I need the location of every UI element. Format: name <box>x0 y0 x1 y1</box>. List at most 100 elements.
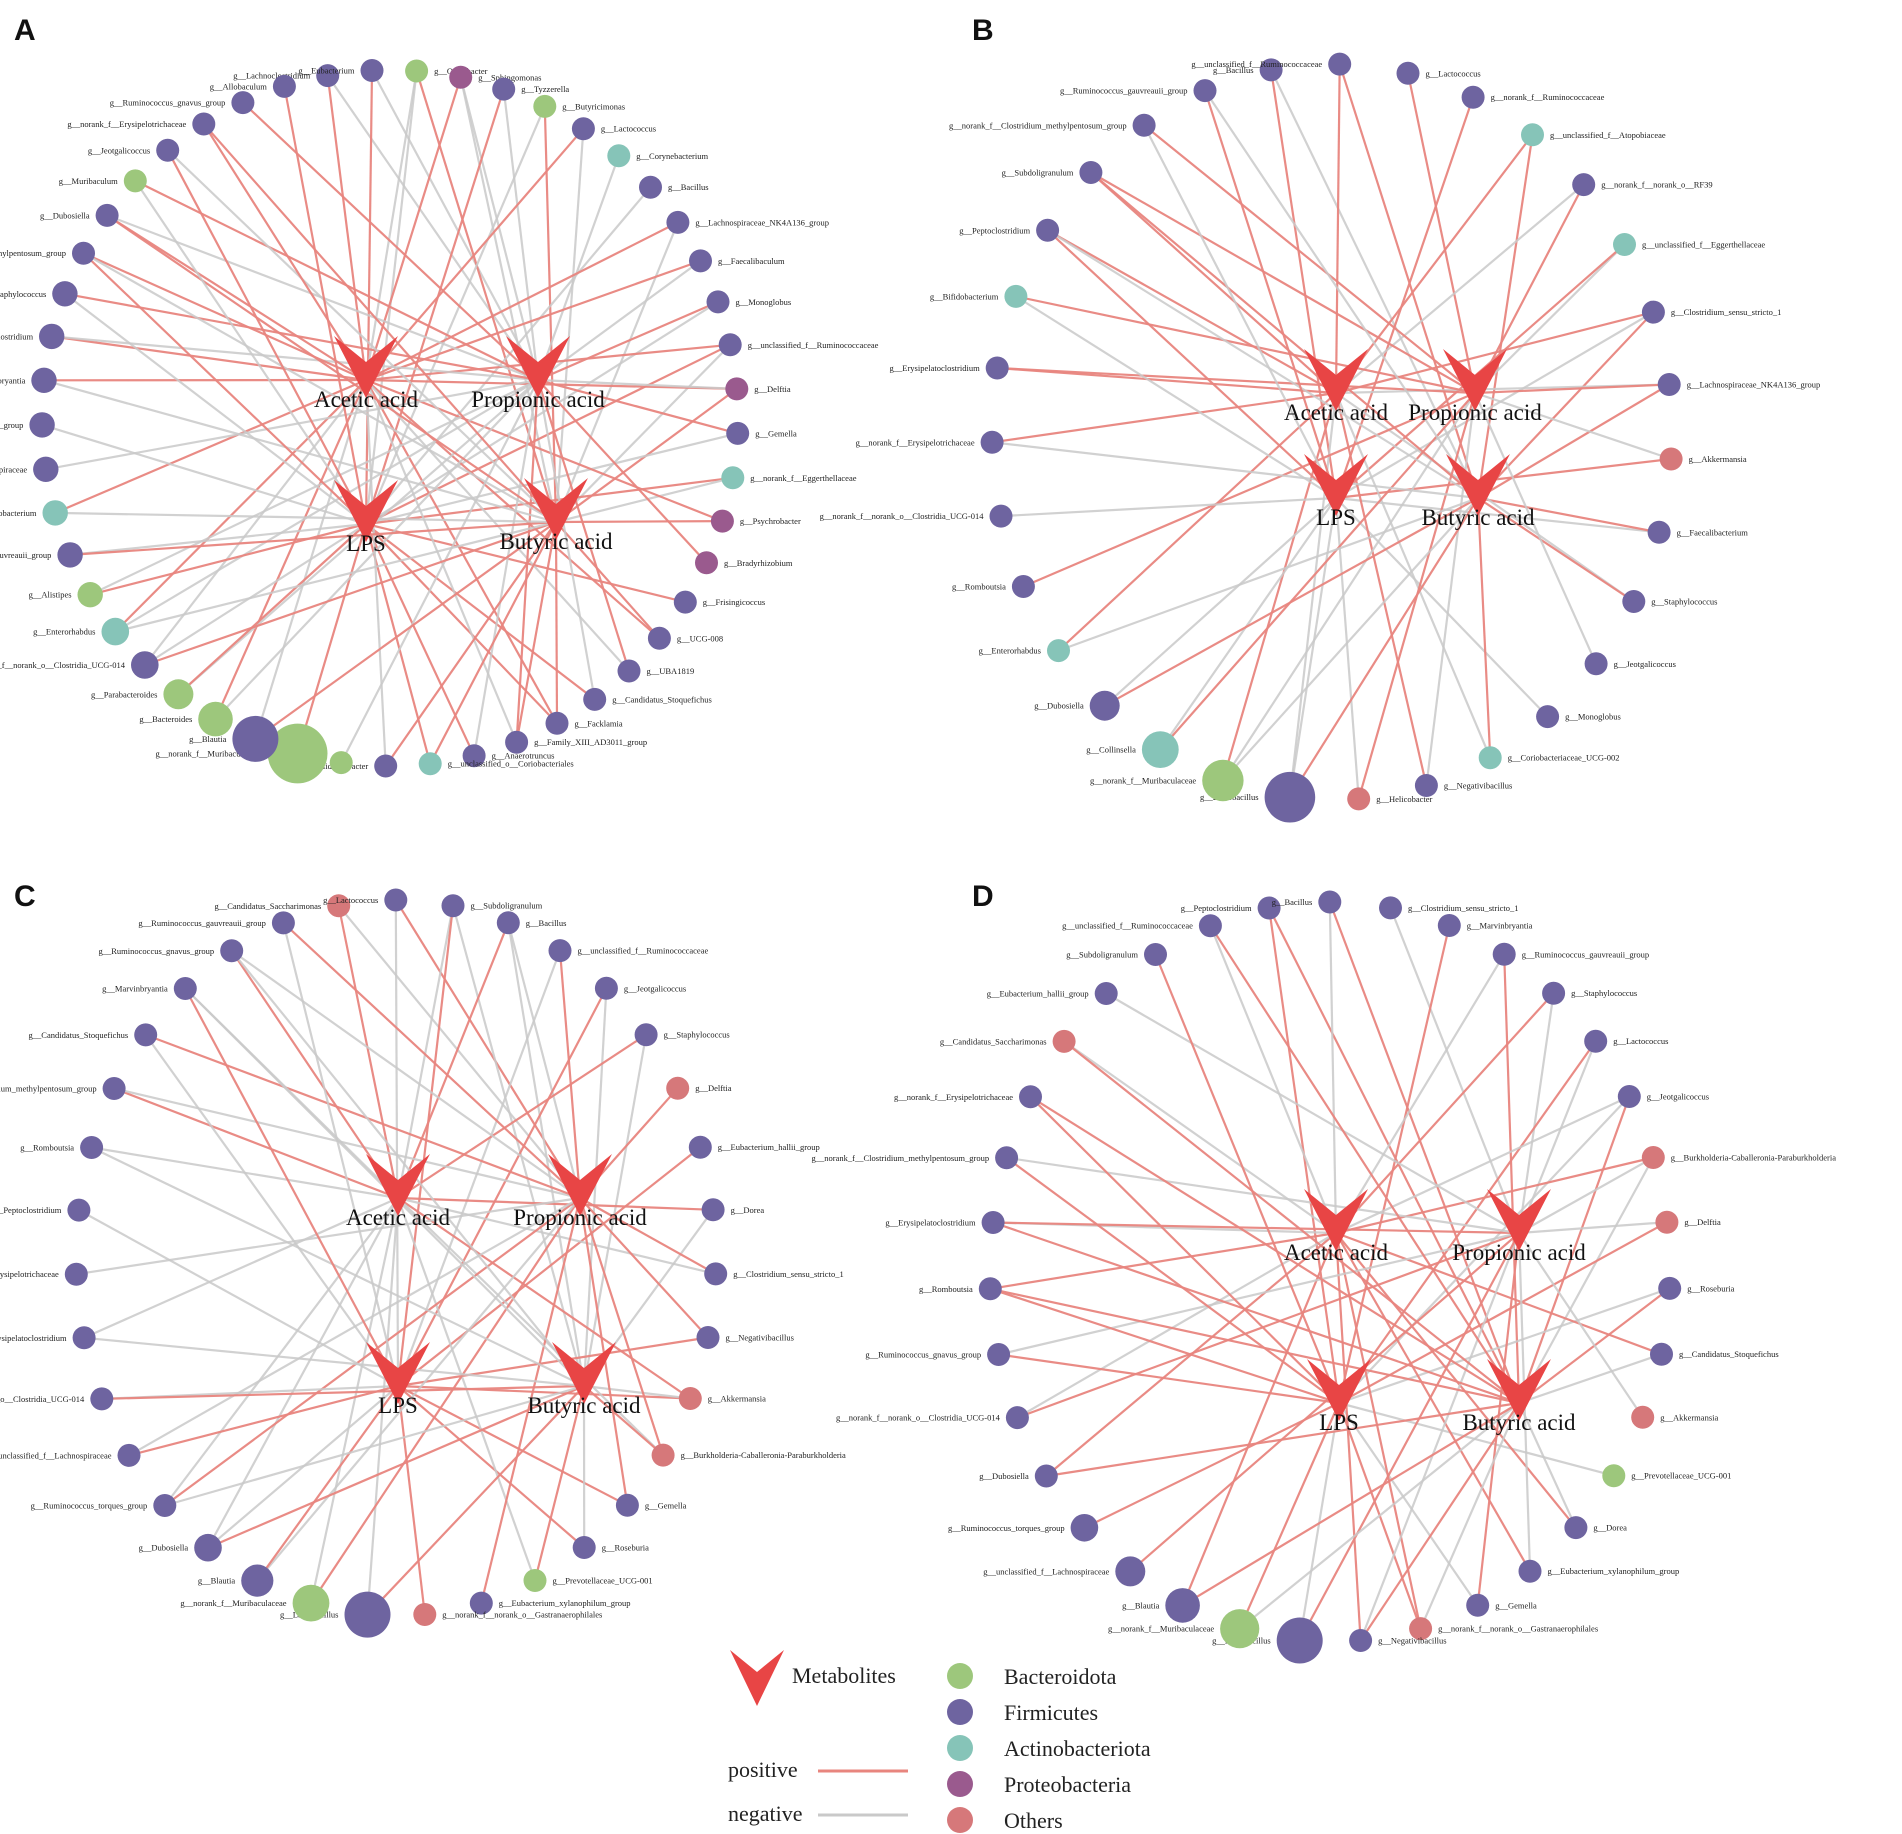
taxon-node <box>1492 942 1516 966</box>
taxon-node <box>1052 1029 1076 1053</box>
taxon-label: g__Frisingicoccus <box>703 597 765 607</box>
taxon-node <box>726 421 750 445</box>
negative-edge <box>1518 1353 1662 1405</box>
taxon-node <box>232 715 279 762</box>
positive-edge <box>1181 1232 1338 1606</box>
positive-edge <box>1022 391 1476 588</box>
positive-edge <box>128 1384 399 1457</box>
taxon-node <box>198 701 233 737</box>
taxon-label: g__Bradyrhizobium <box>724 558 793 568</box>
metabolite-marker <box>1304 349 1368 411</box>
positive-edge <box>1203 90 1338 499</box>
taxon-label: g__Lactococcus <box>1426 68 1481 78</box>
positive-edge <box>578 1197 665 1456</box>
taxon-label: g__Lachnospiraceae_NK4A136_group <box>1687 380 1821 390</box>
taxon-label: g__norank_f__Muribaculaceae <box>1090 776 1196 786</box>
positive-edge <box>397 1385 585 1549</box>
taxon-node <box>1409 1617 1433 1641</box>
legend-label-proteobacteria: Proteobacteria <box>1004 1772 1131 1797</box>
positive-edge <box>1063 1040 1520 1404</box>
taxon-label: g__Bacillus <box>526 918 567 928</box>
negative-edge <box>397 1196 716 1275</box>
taxon-label: g__Peptoclostridium <box>959 225 1030 235</box>
negative-edge <box>166 149 557 523</box>
taxon-node <box>220 939 244 963</box>
negative-edge <box>1063 1040 1337 1234</box>
taxon-node <box>666 1076 690 1100</box>
taxon-node <box>706 290 730 314</box>
taxon-node <box>117 1443 141 1467</box>
taxon-node <box>721 466 745 490</box>
metabolite-label: Acetic acid <box>1284 1240 1389 1265</box>
taxon-label: g__Staphylococcus <box>664 1030 730 1040</box>
taxon-label: g__Psychrobacter <box>740 516 801 526</box>
taxon-node <box>42 500 68 526</box>
taxon-label: g__Negativibacillus <box>726 1333 794 1343</box>
taxon-label: g__norank_f__Clostridium_methylpentosum_… <box>0 248 66 258</box>
negative-edge <box>43 379 557 524</box>
negative-edge <box>41 423 367 526</box>
negative-edge <box>83 1196 399 1339</box>
taxon-label: g__Blautia <box>198 1576 236 1586</box>
taxon-label: g__Subdoligranulum <box>1002 168 1074 178</box>
negative-edge <box>1058 496 1479 652</box>
positive-edge <box>283 86 368 525</box>
positive-edge <box>82 252 367 525</box>
taxon-node <box>418 752 442 776</box>
taxon-node <box>985 356 1009 380</box>
taxon-label: g__Marvinbryantia <box>102 984 168 994</box>
negative-edge <box>364 379 387 767</box>
taxon-node <box>1461 85 1485 109</box>
positive-edge <box>54 378 367 514</box>
positive-edge <box>365 523 476 757</box>
positive-edge <box>230 950 399 1199</box>
taxon-label: g__Clostridium_sensu_stricto_1 <box>1671 307 1782 317</box>
positive-edge <box>296 523 368 754</box>
taxon-node <box>1564 1516 1588 1540</box>
taxon-node <box>29 412 55 438</box>
taxon-label: g__Staphylococcus <box>1651 597 1717 607</box>
negative-edge <box>582 988 608 1387</box>
positive-edge <box>397 1146 701 1387</box>
negative-edge <box>45 378 539 471</box>
negative-edge <box>1335 953 1506 1234</box>
positive-edge <box>396 922 510 1199</box>
taxon-label: g__UBA1819 <box>647 666 695 676</box>
taxon-node <box>718 333 742 357</box>
taxon-label: g__Dubosiella <box>139 1543 189 1553</box>
negative-edge <box>51 335 539 382</box>
legend-swatch-proteobacteria <box>947 1771 973 1797</box>
negative-edge <box>502 88 540 381</box>
negative-edge <box>1103 497 1337 707</box>
positive-edge <box>51 335 367 382</box>
negative-edge <box>364 70 418 381</box>
taxon-label: g__Ruminococcus_torques_group <box>948 1523 1065 1533</box>
taxon-node <box>1657 373 1681 396</box>
taxon-node <box>241 1564 274 1597</box>
negative-edge <box>394 899 400 1387</box>
positive-edge <box>1083 1402 1340 1529</box>
taxon-label: g__Faecalibaculum <box>718 256 785 266</box>
positive-edge <box>397 1385 628 1507</box>
negative-edge <box>64 292 367 525</box>
positive-edge <box>396 905 455 1387</box>
metabolite-marker <box>334 480 398 542</box>
taxon-label: g__Roseburia <box>1687 1283 1734 1293</box>
taxon-node <box>704 1262 728 1286</box>
negative-edge <box>1359 1232 1521 1641</box>
taxon-node <box>651 1443 675 1467</box>
taxon-node <box>981 1211 1005 1234</box>
taxon-node <box>1257 896 1281 920</box>
legend-label-firmicutes: Firmicutes <box>1004 1700 1098 1725</box>
positive-edge <box>326 75 368 381</box>
taxon-node <box>360 59 384 82</box>
taxon-label: g__Delftia <box>754 384 791 394</box>
taxon-label: g__Dorea <box>731 1205 765 1215</box>
positive-edge <box>1334 96 1475 499</box>
taxon-label: g__unclassified_f__Ruminococcaceae <box>1191 59 1322 69</box>
negative-edge <box>1221 392 1476 782</box>
negative-edge <box>1518 1232 1644 1418</box>
positive-edge <box>1477 496 1660 534</box>
taxon-label: g__norank_f__Clostridium_methylpentosum_… <box>949 120 1127 130</box>
positive-edge <box>1090 171 1476 394</box>
